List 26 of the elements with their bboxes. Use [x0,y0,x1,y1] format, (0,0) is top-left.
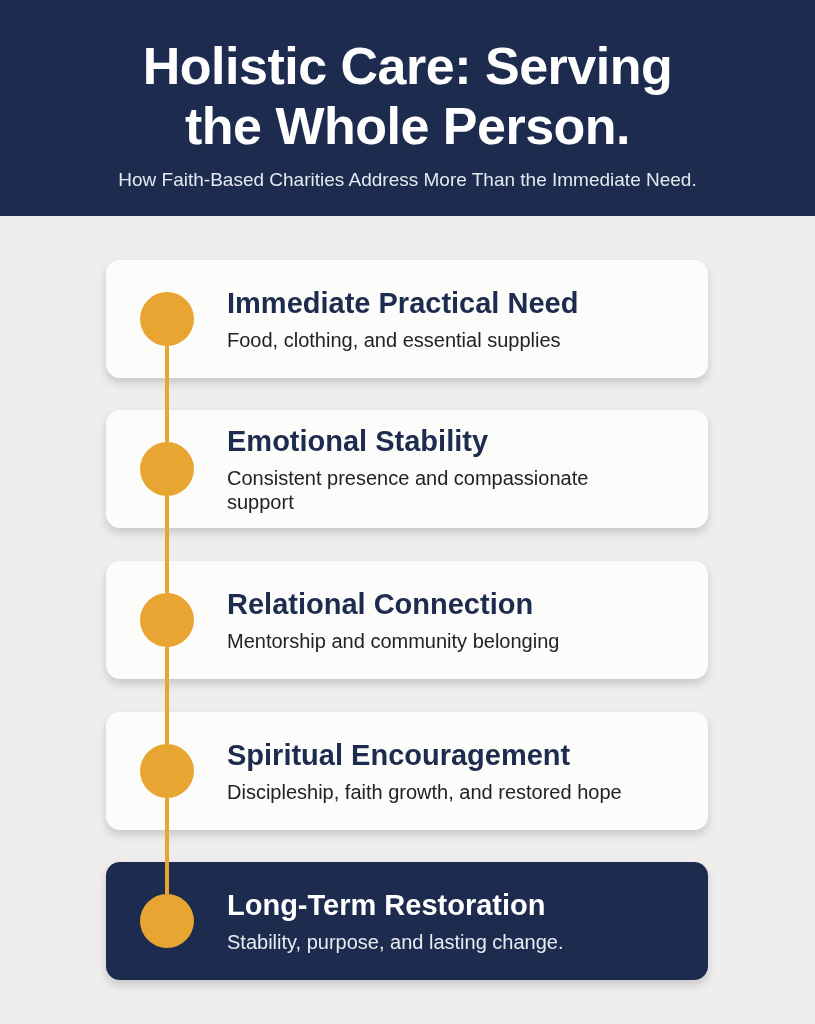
timeline-dot [140,894,194,948]
title: Holistic Care: Serving the Whole Person. [141,36,674,156]
connector-line [165,798,169,894]
timeline-dot [140,292,194,346]
step-description: Consistent presence and compassionate support [227,466,590,514]
step-title: Spiritual Encouragement [227,738,571,772]
step-card [106,260,708,378]
subtitle: How Faith-Based Charities Address More Than the Immediate Need. [118,168,697,192]
step-card [106,862,708,980]
timeline-dot [140,442,194,496]
step-title: Long-Term Restoration [227,888,546,922]
step-description: Food, clothing, and essential supplies [227,328,561,352]
step-card [106,712,708,830]
step-title: Relational Connection [227,587,534,621]
connector-line [165,346,169,442]
connector-line [165,496,169,593]
step-description: Discipleship, faith growth, and restored hope [227,780,622,804]
step-description: Stability, purpose, and lasting change. [227,930,564,954]
step-card [106,561,708,679]
timeline-dot [140,744,194,798]
step-card [106,410,708,528]
step-description: Mentorship and community belonging [227,629,560,653]
timeline-dot [140,593,194,647]
step-title: Emotional Stability [227,424,489,458]
step-title: Immediate Practical Need [227,286,579,320]
connector-line [165,647,169,744]
